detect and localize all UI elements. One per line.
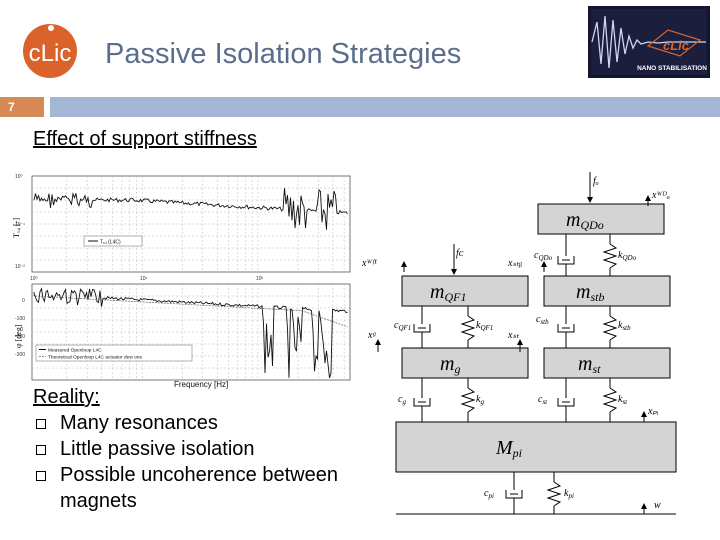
svg-text:10²: 10² [256, 276, 264, 282]
svg-text:cQDo: cQDo [534, 250, 553, 262]
svg-text:kQF1: kQF1 [476, 320, 493, 332]
top-ylabel: Tₓ₄ [-] [12, 218, 21, 238]
legend-measured: Measured Openloop L4C [48, 348, 102, 354]
bottom-ylabel: φ [deg] [14, 324, 23, 348]
svg-text:cpi: cpi [484, 488, 494, 500]
svg-text:kstb: kstb [618, 320, 631, 332]
svg-text:-300: -300 [15, 352, 25, 358]
svg-text:10⁰: 10⁰ [30, 276, 38, 282]
square-bullet-icon [36, 445, 46, 455]
svg-text:kst: kst [618, 394, 628, 406]
svg-text:mst: mst [578, 353, 601, 376]
logo-right-text: NANO STABILISATION [637, 65, 707, 72]
svg-text:cg: cg [398, 394, 406, 406]
bullet-item: Possible uncoherence between [33, 462, 338, 488]
svg-text:mQDo: mQDo [566, 209, 604, 232]
legend-theoretical: Theoretical Openloop L4C actuator dew on… [48, 355, 142, 361]
clic-logo: cLic [23, 24, 77, 78]
svg-text:0: 0 [22, 298, 25, 304]
square-bullet-icon [36, 471, 46, 481]
svg-text:-200: -200 [15, 334, 25, 340]
svg-text:mstb: mstb [576, 281, 604, 304]
plot-xlabel: Frequency [Hz] [174, 380, 228, 389]
bullet-continuation: magnets [60, 490, 137, 512]
svg-text:10¹: 10¹ [140, 276, 148, 282]
svg-text:mg: mg [440, 353, 460, 376]
svg-text:mQF1: mQF1 [430, 281, 466, 304]
legend-top: Tₓ₄ (L4C) [100, 240, 121, 246]
nano-stabilisation-logo: cLic NANO STABILISATION [588, 6, 710, 78]
svg-text:cst: cst [538, 394, 548, 406]
svg-text:cstb: cstb [536, 314, 549, 326]
svg-text:kQDo: kQDo [618, 250, 637, 262]
svg-text:xᵂᴰₒ: xᵂᴰₒ [651, 190, 670, 201]
svg-text:cLic: cLic [663, 38, 690, 53]
slide-number: 7 [8, 100, 15, 114]
svg-text:10⁻¹: 10⁻¹ [15, 222, 25, 228]
mass-spring-schematic: mQDo mQF1 mstb mg mst Mpi fₒ fᴄ xᵂᴰₒ xᵂᶠ… [358, 166, 720, 540]
svg-text:-100: -100 [15, 316, 25, 322]
section-subtitle: Effect of support stiffness [33, 128, 257, 150]
svg-text:fₒ: fₒ [593, 176, 599, 187]
bullet-item: Little passive isolation [33, 436, 338, 462]
transmissibility-plot: 10⁰ 10⁻¹ 10⁻² 10⁰ 10¹ 10² 0 -100 -200 -3… [12, 174, 351, 389]
bullet-list: Reality: Many resonances Little passive … [33, 384, 338, 514]
bullets-heading: Reality: [33, 386, 100, 408]
svg-text:fᴄ: fᴄ [456, 248, 464, 259]
svg-text:10⁰: 10⁰ [15, 174, 23, 180]
svg-text:w: w [654, 500, 661, 511]
svg-text:10⁻²: 10⁻² [15, 264, 25, 270]
svg-text:cQF1: cQF1 [394, 320, 411, 332]
accent-bar [50, 97, 720, 117]
svg-text:cLic: cLic [29, 40, 72, 67]
svg-text:kg: kg [476, 394, 484, 406]
bullet-item: Many resonances [33, 410, 338, 436]
slide-number-bar [0, 97, 44, 117]
svg-text:kpi: kpi [564, 488, 574, 500]
svg-text:xₛₜ: xₛₜ [507, 330, 520, 341]
page-title: Passive Isolation Strategies [105, 38, 462, 70]
svg-text:Mpi: Mpi [495, 437, 522, 460]
svg-text:xₛₜᵦ: xₛₜᵦ [507, 258, 522, 269]
svg-text:xᵍ: xᵍ [367, 330, 376, 341]
svg-text:xᵂᶠ¹: xᵂᶠ¹ [361, 258, 377, 269]
svg-text:xₚᵢ: xₚᵢ [647, 406, 659, 417]
square-bullet-icon [36, 419, 46, 429]
